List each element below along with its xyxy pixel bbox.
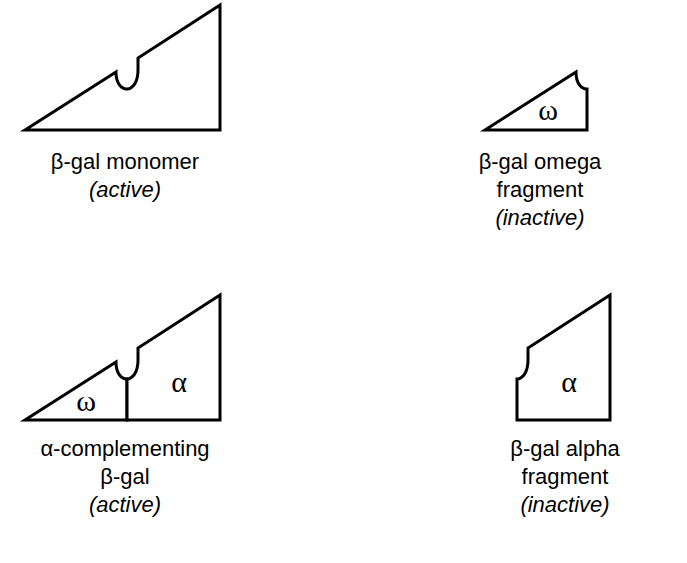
- fragment-label: β-gal alpha fragment: [480, 435, 650, 491]
- fragment-outline: [517, 295, 610, 420]
- subunit-symbol: α: [561, 367, 577, 397]
- alpha-fragment: αβ-gal alpha fragment(inactive): [480, 285, 650, 425]
- fragment-outline: [25, 5, 220, 130]
- caption-block: β-gal alpha fragment(inactive): [480, 435, 650, 519]
- activity-note: (active): [30, 491, 220, 519]
- activity-note: (inactive): [455, 204, 625, 232]
- fragment-outline: [25, 362, 127, 420]
- shape-outline: [20, 0, 230, 135]
- fragment-label: α-complementing β-gal: [30, 435, 220, 491]
- subunit-symbol: α: [171, 367, 187, 397]
- caption-block: β-gal omega fragment(inactive): [455, 148, 625, 232]
- shape-outline: [25, 360, 127, 422]
- fragment-outline: [127, 295, 220, 420]
- activity-note: (active): [20, 176, 230, 204]
- caption-block: α-complementing β-gal(active): [30, 435, 220, 519]
- shape-outline: [480, 285, 650, 425]
- subunit-symbol: ω: [76, 386, 96, 416]
- subunit-symbol: ω: [538, 95, 558, 125]
- shape-outline: [127, 293, 220, 422]
- alpha-part: α: [127, 293, 220, 422]
- omega-fragment: ωβ-gal omega fragment(inactive): [455, 0, 625, 135]
- fragment-outline: [485, 72, 587, 130]
- fragment-label: β-gal monomer: [20, 148, 230, 176]
- omega-part: ω: [25, 360, 127, 422]
- fragment-label: β-gal omega fragment: [455, 148, 625, 204]
- activity-note: (inactive): [480, 491, 650, 519]
- alpha-complementing-beta-gal: α-complementing β-gal(active)ωα: [20, 285, 230, 425]
- caption-block: β-gal monomer(active): [20, 148, 230, 204]
- beta-gal-monomer: β-gal monomer(active): [20, 0, 230, 135]
